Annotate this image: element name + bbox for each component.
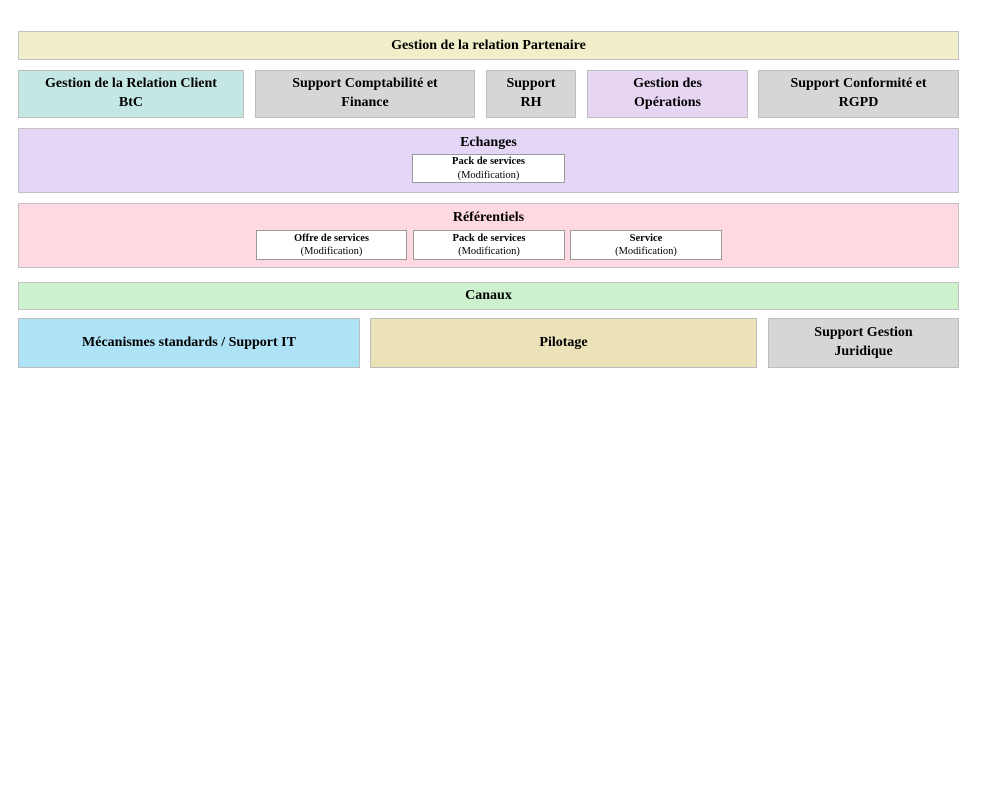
box-mecanismes-standards-support-it: Mécanismes standards / Support IT <box>18 318 360 368</box>
card-title: Service <box>629 232 663 244</box>
band-gestion-relation-partenaire: Gestion de la relation Partenaire <box>18 31 959 60</box>
card-title: Pack de services <box>452 156 525 168</box>
card-pack-de-services-echanges: Pack de services (Modification) <box>412 154 565 183</box>
section-referentiels-title: Référentiels <box>452 210 525 225</box>
section-referentiels: Référentiels Offre de services (Modifica… <box>18 203 959 268</box>
card-title: Pack de services <box>452 232 526 244</box>
card-subtitle: (Modification) <box>300 246 363 257</box>
box-gestion-operations: Gestion des Opérations <box>587 70 748 118</box>
card-pack-de-services-referentiels: Pack de services (Modification) <box>413 230 565 260</box>
card-offre-de-services: Offre de services (Modification) <box>256 230 407 260</box>
box-support-conformite-rgpd: Support Conformité et RGPD <box>758 70 959 118</box>
card-title: Offre de services <box>293 232 370 244</box>
section-echanges-title: Echanges <box>460 135 517 150</box>
box-pilotage: Pilotage <box>370 318 757 368</box>
card-subtitle: (Modification) <box>457 169 520 181</box>
card-subtitle: (Modification) <box>458 246 520 257</box>
section-echanges: Echanges Pack de services (Modification) <box>18 128 959 193</box>
box-support-rh: Support RH <box>486 70 576 118</box>
card-service: Service (Modification) <box>570 230 722 260</box>
box-support-comptabilite-finance: Support Comptabilité et Finance <box>255 70 475 118</box>
card-subtitle: (Modification) <box>615 246 677 257</box>
box-gestion-relation-client-btc: Gestion de la Relation Client BtC <box>18 70 244 118</box>
box-support-gestion-juridique: Support Gestion Juridique <box>768 318 959 368</box>
band-canaux: Canaux <box>18 282 959 310</box>
